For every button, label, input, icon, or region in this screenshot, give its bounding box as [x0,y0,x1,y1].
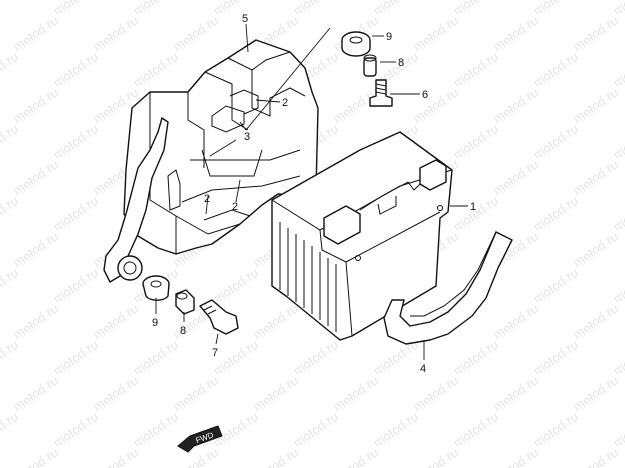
fwd-arrow-icon: FWD [177,425,223,453]
callout-8-lower: 8 [180,325,186,337]
callout-4: 4 [420,363,426,375]
callout-2-middle: 2 [232,201,238,213]
cushion-upper [341,31,371,57]
leader-lines [155,23,468,360]
collar-upper [363,54,377,77]
callout-1: 1 [470,201,476,213]
callout-9-upper: 9 [386,31,392,43]
callout-3: 3 [244,131,250,143]
callout-2-upper: 2 [282,97,288,109]
battery-strap [383,231,513,345]
collar-lower [175,289,195,315]
bolt-upper [369,79,393,107]
battery [271,131,453,341]
callout-8-upper: 8 [398,57,404,69]
callout-5: 5 [242,13,248,25]
callout-7: 7 [212,347,218,359]
callout-9-lower: 9 [152,317,158,329]
battery-case [103,39,319,283]
callout-2-lower: 2 [204,193,210,205]
callout-6: 6 [422,89,428,101]
fwd-label: FWD [195,430,215,445]
cushion-lower [142,275,170,301]
bolt-lower [199,299,239,335]
